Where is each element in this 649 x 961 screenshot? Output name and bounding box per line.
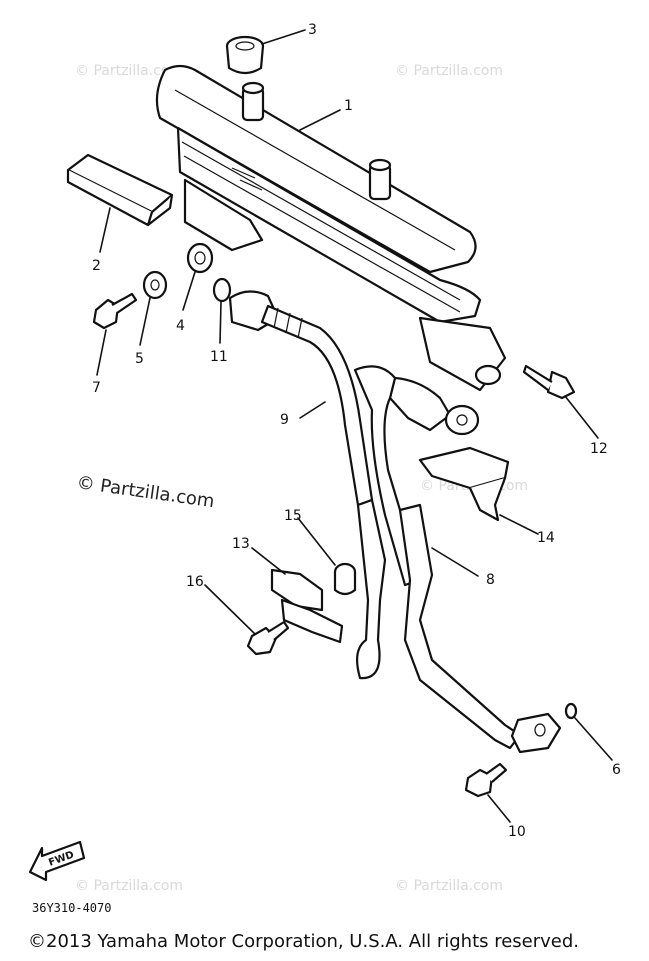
watermark-faint-bottom-right: © Partzilla.com <box>395 878 503 894</box>
part-16-bolt <box>246 620 290 656</box>
label-part-7: 7 <box>92 380 101 396</box>
label-part-12: 12 <box>590 441 608 457</box>
watermark-faint-top-left: © Partzilla.com <box>75 63 183 79</box>
label-part-16: 16 <box>186 574 204 590</box>
label-part-5: 5 <box>135 351 144 367</box>
label-part-2: 2 <box>92 258 101 274</box>
label-part-9: 9 <box>280 412 289 428</box>
label-part-6: 6 <box>612 762 621 778</box>
part-2-damper-strip <box>66 153 174 227</box>
diagram-code: 36Y310-4070 <box>32 901 111 915</box>
fwd-arrow-icon: FWD <box>28 840 86 882</box>
part-13-clamp <box>270 568 344 644</box>
part-11-o-ring <box>212 277 232 303</box>
part-15-collar <box>333 562 357 596</box>
part-3-grommet <box>225 35 265 75</box>
part-10-bolt <box>464 762 508 798</box>
part-number-labels: 3 1 2 4 5 11 7 9 12 14 15 13 8 16 6 10 <box>92 22 621 840</box>
part-1-oil-cooler <box>155 64 507 392</box>
label-part-4: 4 <box>176 318 185 334</box>
part-4-grommet <box>186 242 214 274</box>
label-part-13: 13 <box>232 536 250 552</box>
label-part-10: 10 <box>508 824 526 840</box>
part-7-bolt <box>92 292 138 330</box>
label-part-15: 15 <box>284 508 302 524</box>
part-5-collar <box>142 270 168 300</box>
watermark-faint-top-right: © Partzilla.com <box>395 63 503 79</box>
part-12-bolt <box>522 364 576 400</box>
part-6-washer <box>564 702 578 720</box>
label-part-3: 3 <box>308 22 317 38</box>
label-part-1: 1 <box>344 98 353 114</box>
part-8-oil-hose <box>353 365 562 754</box>
watermark-faint-bottom-left: © Partzilla.com <box>75 878 183 894</box>
leader-lines <box>96 29 613 823</box>
copyright-notice: ©2013 Yamaha Motor Corporation, U.S.A. A… <box>28 931 580 952</box>
label-part-11: 11 <box>210 349 228 365</box>
watermark-main: © Partzilla.com <box>75 472 215 512</box>
part-14-clamp <box>418 446 510 522</box>
label-part-8: 8 <box>486 572 495 588</box>
part-9-oil-hose <box>228 290 374 507</box>
label-part-14: 14 <box>537 530 555 546</box>
